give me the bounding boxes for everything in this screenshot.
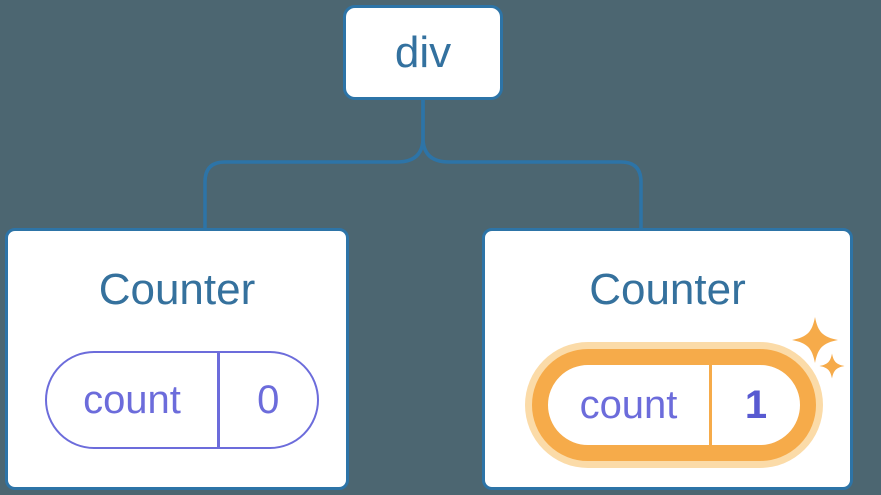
state-pill-highlighted: count 1 (532, 349, 816, 461)
counter-card-left: Counter count 0 (5, 228, 349, 490)
connector-right-branch (421, 98, 643, 231)
counter-card-right: Counter count 1 (482, 228, 853, 490)
counter-title: Counter (589, 265, 746, 314)
state-key-cell: count (579, 382, 678, 427)
pill-divider (217, 353, 220, 447)
counter-title: Counter (98, 265, 256, 314)
state-value-cell: 0 (257, 377, 280, 422)
root-node-label: div (394, 27, 452, 77)
state-pill: count 0 (45, 351, 319, 449)
connector-left-branch (203, 98, 425, 231)
pill-divider (709, 365, 712, 445)
state-value-cell: 1 (744, 382, 768, 427)
state-key-cell: count (83, 377, 181, 422)
root-node: div (343, 5, 503, 100)
